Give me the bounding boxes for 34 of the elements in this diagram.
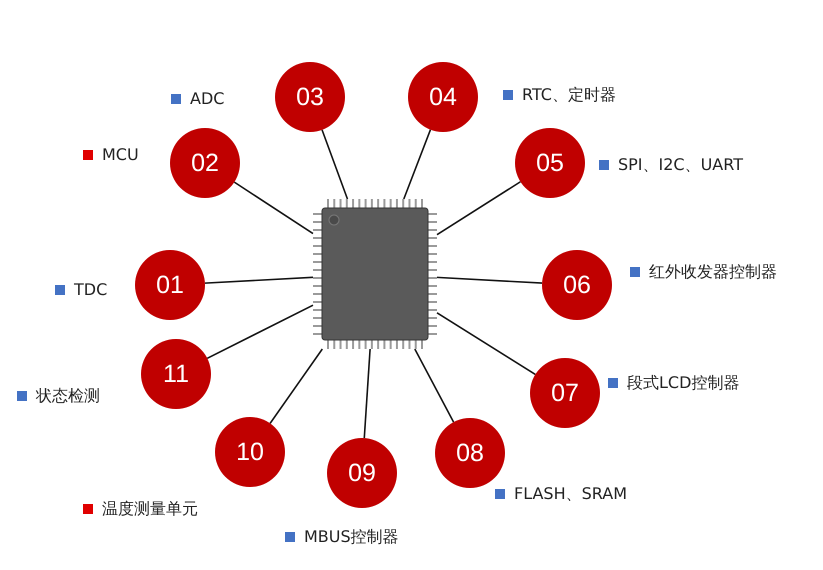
number-circle: 10: [215, 417, 285, 487]
connector-line: [436, 312, 536, 376]
number-circle: 11: [141, 339, 211, 409]
connector-line: [436, 276, 542, 284]
number-circle: 06: [542, 250, 612, 320]
item-label: RTC、定时器: [522, 85, 616, 105]
item-label: TDC: [74, 280, 108, 300]
connector-line: [403, 129, 432, 200]
number-circle: 05: [515, 128, 585, 198]
item-label: MCU: [102, 145, 139, 165]
connector-line: [206, 304, 314, 359]
connector-line: [269, 348, 323, 424]
number-circle: 08: [435, 418, 505, 488]
connector-line: [321, 130, 348, 200]
chip-drawing: [313, 199, 437, 349]
number-circle: 04: [408, 62, 478, 132]
connector-line: [436, 181, 521, 236]
item-label: 温度测量单元: [102, 499, 198, 519]
item-label: FLASH、SRAM: [514, 484, 627, 504]
number-circle: 01: [135, 250, 205, 320]
number-circle: 02: [170, 128, 240, 198]
item-label: SPI、I2C、UART: [618, 155, 743, 175]
number-circle: 03: [275, 62, 345, 132]
item-label: ADC: [190, 89, 224, 109]
number-circle: 09: [327, 438, 397, 508]
connector-line: [234, 181, 314, 234]
item-label: 段式LCD控制器: [627, 373, 740, 393]
connector-line: [414, 348, 454, 422]
item-label: 状态检测: [36, 386, 100, 406]
item-label: MBUS控制器: [304, 527, 399, 547]
connector-line: [363, 348, 371, 438]
connector-line: [204, 276, 314, 284]
number-circle: 07: [530, 358, 600, 428]
item-label: 红外收发器控制器: [649, 262, 777, 282]
